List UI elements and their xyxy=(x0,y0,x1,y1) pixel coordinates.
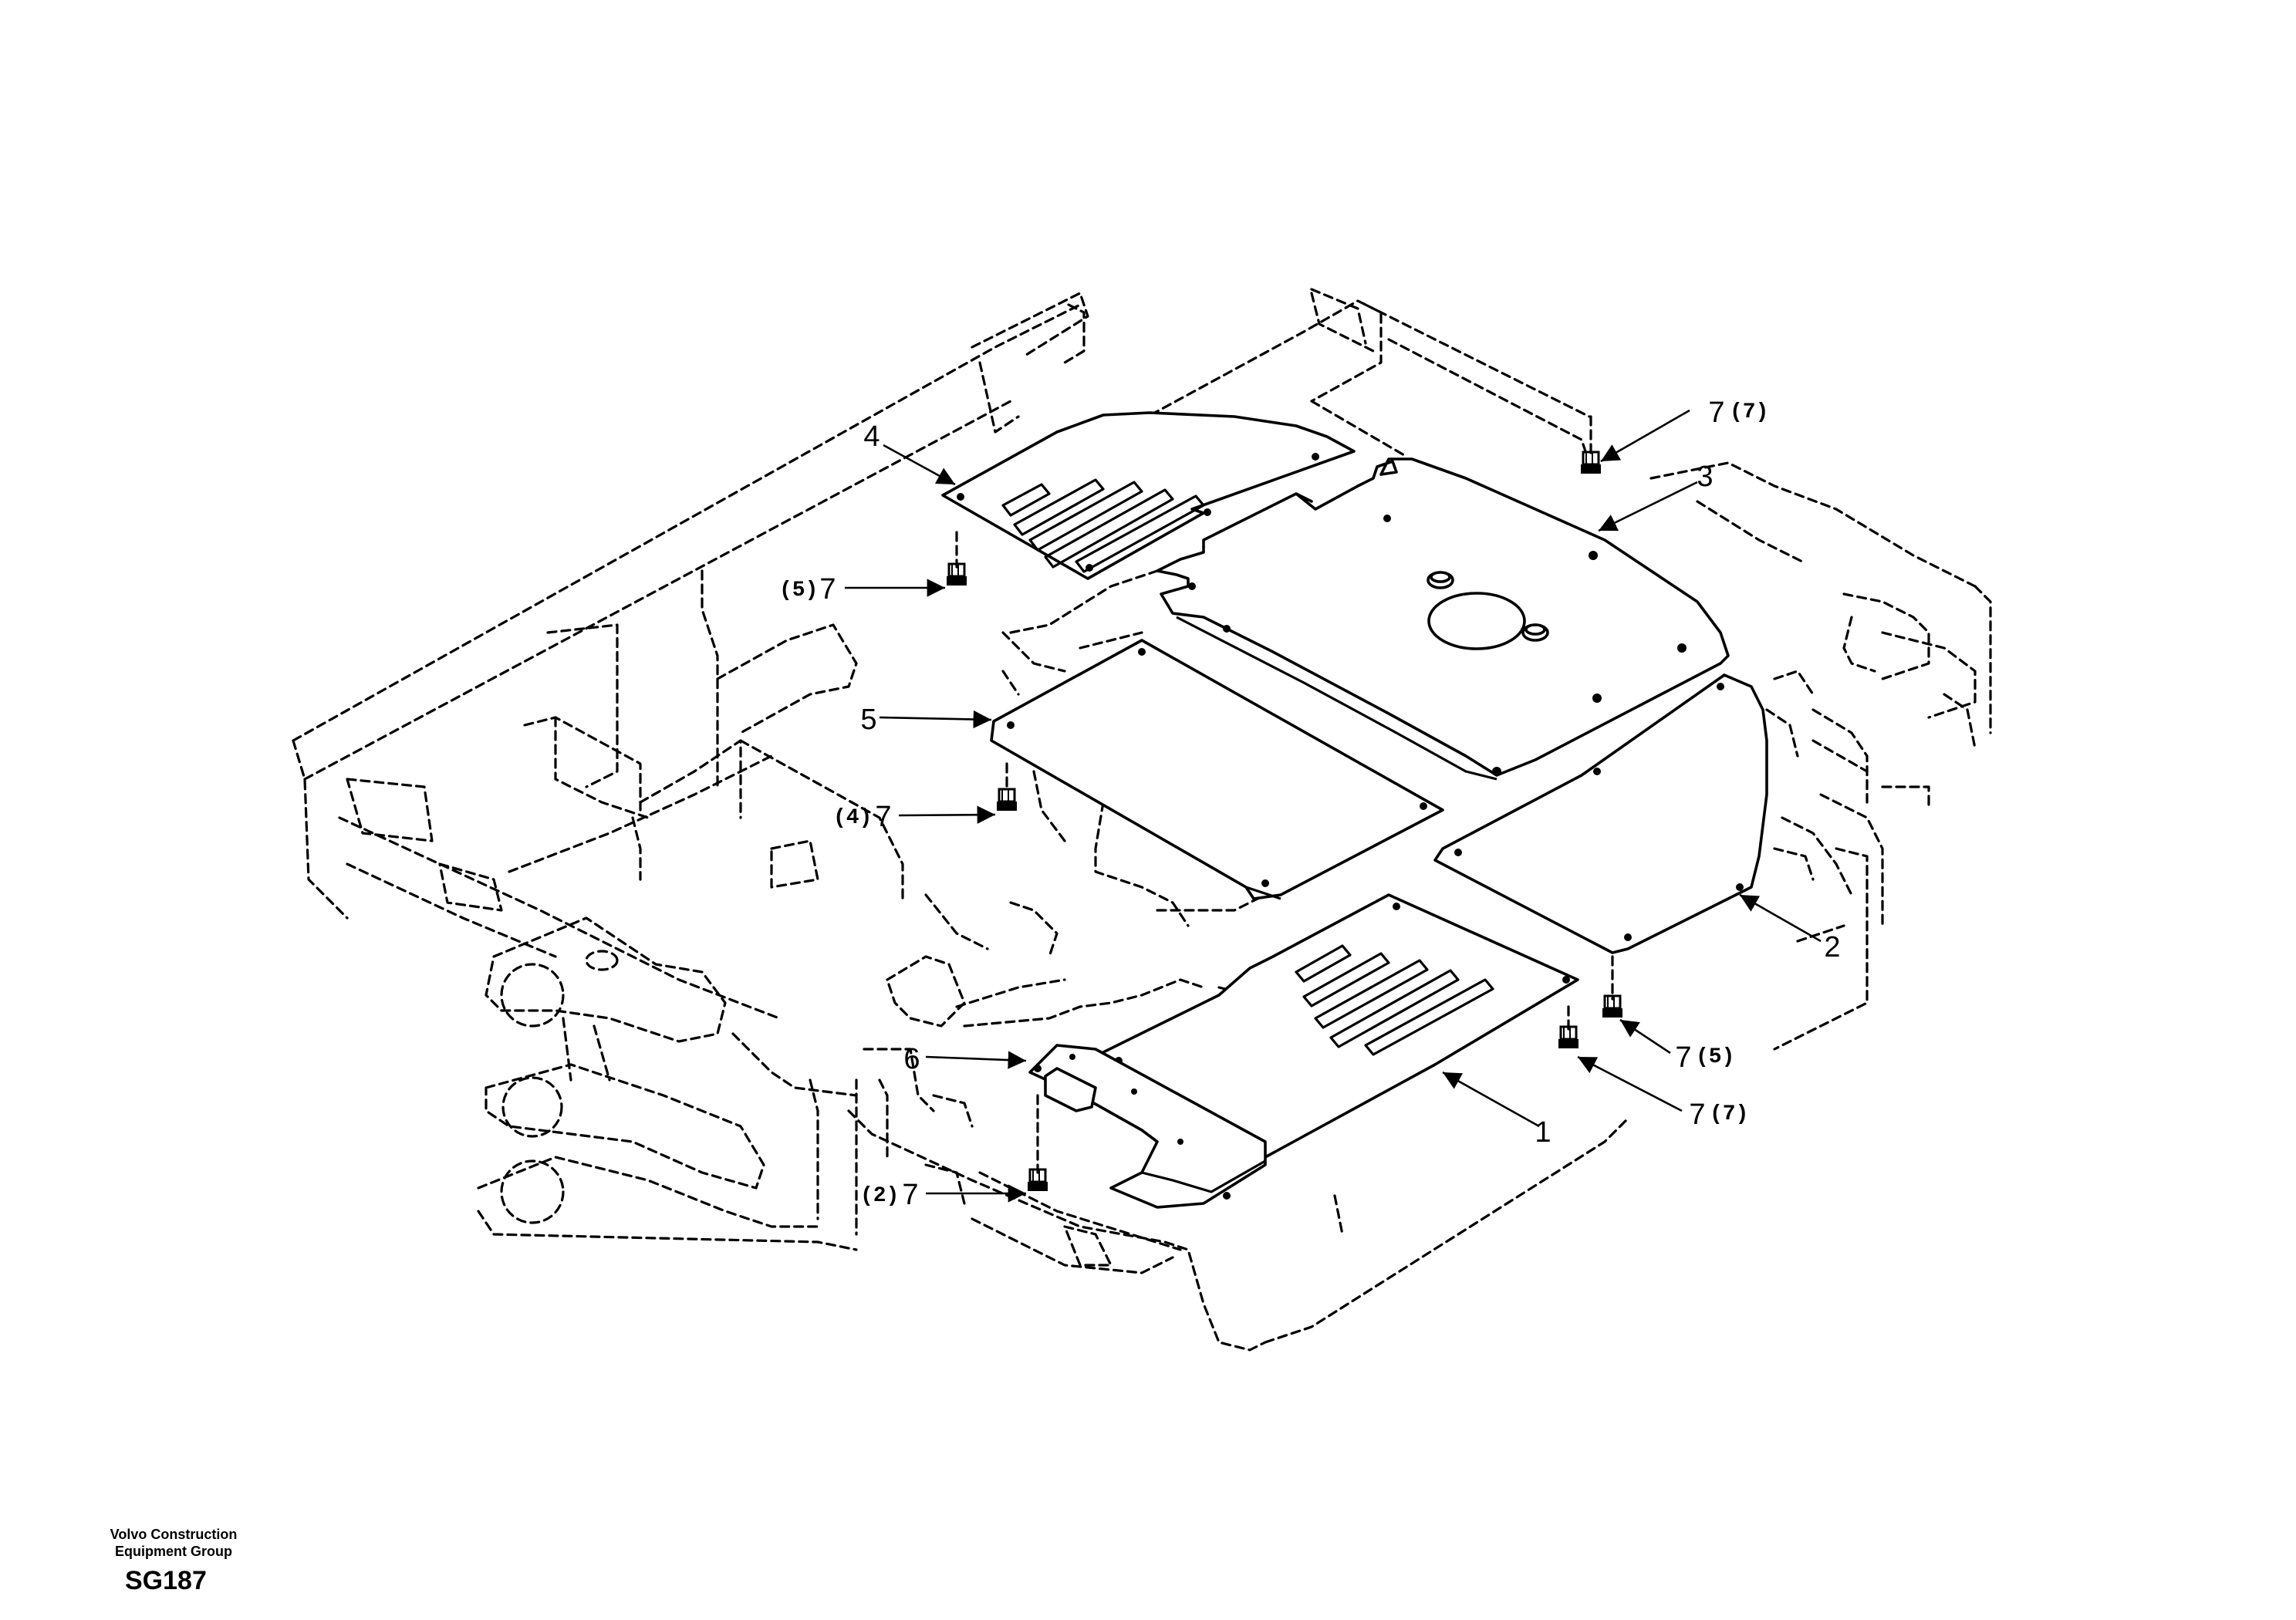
callout-bolt-r2-num: 7 xyxy=(1689,1099,1705,1131)
callout-bolt-p4-qty: (5) xyxy=(779,579,818,602)
part-2-side-cover xyxy=(1433,673,1768,954)
callout-2: 2 xyxy=(1824,931,1840,964)
bolt-top-icon xyxy=(1579,451,1602,475)
callout-bolt-p5-num: 7 xyxy=(875,801,891,833)
part-4-louvered-cover xyxy=(941,411,1356,580)
footer-company-line2: Equipment Group xyxy=(115,1544,232,1559)
callout-bolt-p4-num: 7 xyxy=(819,573,836,606)
bolt-markers xyxy=(945,415,1624,1193)
part-1-louvers xyxy=(1295,944,1494,1056)
callout-bolt-r1-num: 7 xyxy=(1675,1041,1691,1074)
callout-4: 4 xyxy=(863,420,880,453)
callout-3: 3 xyxy=(1697,461,1713,493)
callout-bolt-r1-qty: (5) xyxy=(1696,1045,1734,1069)
callout-bolt-top-qty: (7) xyxy=(1730,400,1768,424)
callout-bolt-p6-qty: (2) xyxy=(860,1184,899,1208)
callout-bolt-p6-num: 7 xyxy=(902,1179,918,1211)
callout-labels: 7 (7) 3 4 (5) 7 5 (4) 7 2 7 (5) 7 (7) 1 … xyxy=(779,397,1841,1211)
callout-bolt-p5-qty: (4) xyxy=(833,806,872,830)
part-5-flat-plate xyxy=(990,639,1444,900)
callout-5: 5 xyxy=(860,704,876,736)
callout-bolt-r2-qty: (7) xyxy=(1710,1102,1748,1126)
footer-company: Volvo Construction Equipment Group xyxy=(73,1526,274,1560)
part-3-main-cover xyxy=(1156,457,1730,781)
machine-frame-ghost xyxy=(292,288,1992,1352)
leader-lines xyxy=(845,409,1822,1203)
callout-6: 6 xyxy=(903,1043,920,1075)
bolt-p5-icon xyxy=(995,788,1018,812)
part-6-bracket-plate xyxy=(1028,1044,1267,1209)
part-4-louvers xyxy=(1001,478,1205,573)
callout-1: 1 xyxy=(1535,1116,1551,1149)
drawing-code: SG187 xyxy=(125,1566,207,1595)
footer-company-line1: Volvo Construction xyxy=(110,1527,238,1542)
callout-bolt-top-num: 7 xyxy=(1708,397,1724,429)
